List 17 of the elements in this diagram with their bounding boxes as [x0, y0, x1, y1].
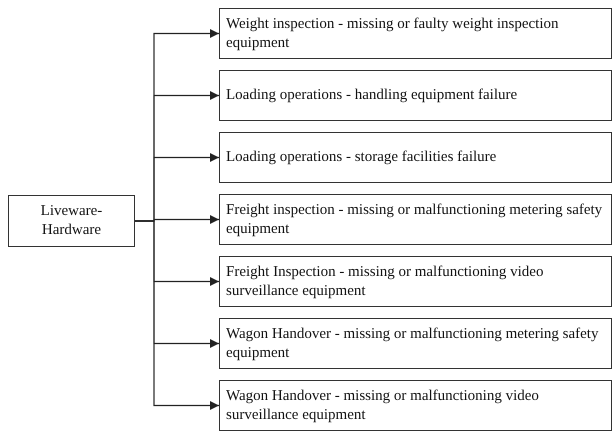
hazard-box [219, 8, 612, 59]
box-label: Freight inspection - missing or malfunctioning metering safety equipment [225, 200, 604, 238]
box-label: Liveware-Hardware [40, 202, 104, 240]
box-label: Freight Inspection - missing or malfunctioning video surveillance equipment [225, 262, 544, 300]
box-label: Wagon Handover - missing or malfunctioning metering safety equipment [225, 324, 600, 362]
hazard-box [219, 380, 612, 431]
box-label: Wagon Handover - missing or malfunctioning video surveillance equipment [225, 386, 540, 424]
source-box [8, 195, 135, 247]
hazard-box [219, 318, 612, 369]
hazard-box [219, 194, 612, 245]
box-label: Loading operations - storage facilities failure [225, 148, 498, 167]
arrow [135, 220, 219, 410]
hazard-box [219, 132, 612, 183]
hazard-box [219, 256, 612, 307]
box-label: Weight inspection - missing or faulty weight inspection equipment [225, 14, 560, 52]
box-label: Loading operations - handling equipment failure [225, 86, 518, 105]
hazard-box [219, 70, 612, 121]
